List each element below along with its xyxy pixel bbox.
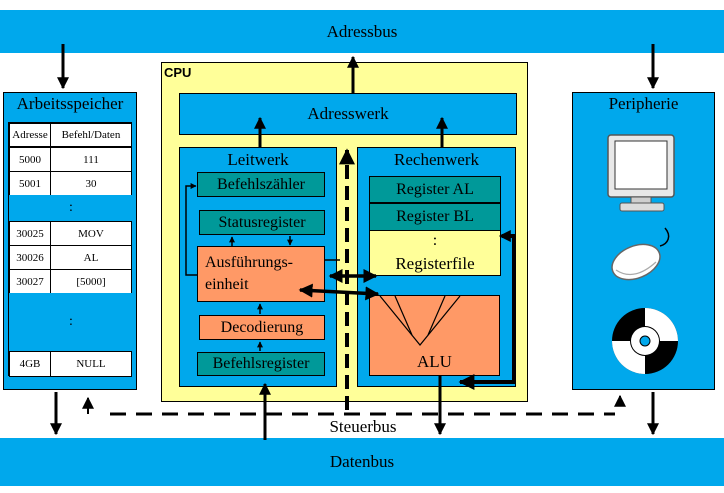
memory-cell-address: 30026 — [9, 245, 51, 270]
registerfile-label: Registerfile — [395, 254, 475, 273]
memory-cell-value: [5000] — [50, 269, 132, 294]
control-unit-title: Leitwerk — [227, 150, 289, 169]
memory-header-address: Adresse — [9, 123, 51, 147]
program-counter: Befehlszähler — [197, 172, 325, 197]
address-unit: Adresswerk — [179, 93, 517, 135]
data-bus-label: Datenbus — [329, 452, 395, 471]
cd-icon — [612, 308, 678, 374]
memory-cell-address: 30027 — [9, 269, 51, 294]
mouse-icon — [611, 227, 670, 281]
arrow — [298, 283, 380, 301]
cpu-label: CPU — [164, 65, 192, 80]
memory-cell-value: MOV — [50, 221, 132, 246]
memory-ellipsis: : — [9, 293, 133, 351]
peripheral-title: Peripherie — [608, 94, 679, 113]
registerfile-alu-loop — [458, 234, 516, 390]
memory-cell-value: NULL — [50, 351, 132, 377]
memory-cell-value: 111 — [50, 147, 132, 172]
feedback-line — [185, 183, 198, 276]
decoder: Decodierung — [199, 315, 325, 340]
memory-title: Arbeitsspeicher — [16, 94, 124, 113]
monitor-icon — [607, 134, 675, 212]
address-unit-label: Adresswerk — [307, 104, 389, 123]
register-ellipsis: : — [432, 232, 438, 249]
control-bus-label: Steuerbus — [329, 417, 397, 436]
execution-unit-line2: einheit — [205, 276, 249, 293]
memory-header-data: Befehl/Daten — [50, 123, 132, 147]
register-al: Register AL — [369, 176, 501, 203]
instruction-register: Befehlsregister — [197, 352, 325, 376]
alu-symbol-left — [394, 295, 413, 336]
execution-unit-line1: Ausführungs- — [205, 254, 293, 271]
arithmetic-unit-title: Rechenwerk — [394, 150, 479, 169]
memory-cell-address: 5000 — [9, 147, 51, 172]
alu-symbol — [379, 295, 461, 346]
address-bus: Adressbus — [0, 10, 724, 53]
status-register: Statusregister — [199, 210, 325, 235]
alu-label: ALU — [417, 352, 452, 371]
data-bus: Datenbus — [0, 438, 724, 486]
address-bus-label: Adressbus — [326, 21, 398, 41]
memory-ellipsis: : — [9, 195, 133, 221]
register-bl: Register BL — [369, 203, 501, 231]
memory-cell-value: AL — [50, 245, 132, 270]
alu-symbol-right — [427, 295, 446, 336]
memory-table: Adresse Befehl/Daten 5000 111 5001 30 : … — [8, 122, 133, 377]
